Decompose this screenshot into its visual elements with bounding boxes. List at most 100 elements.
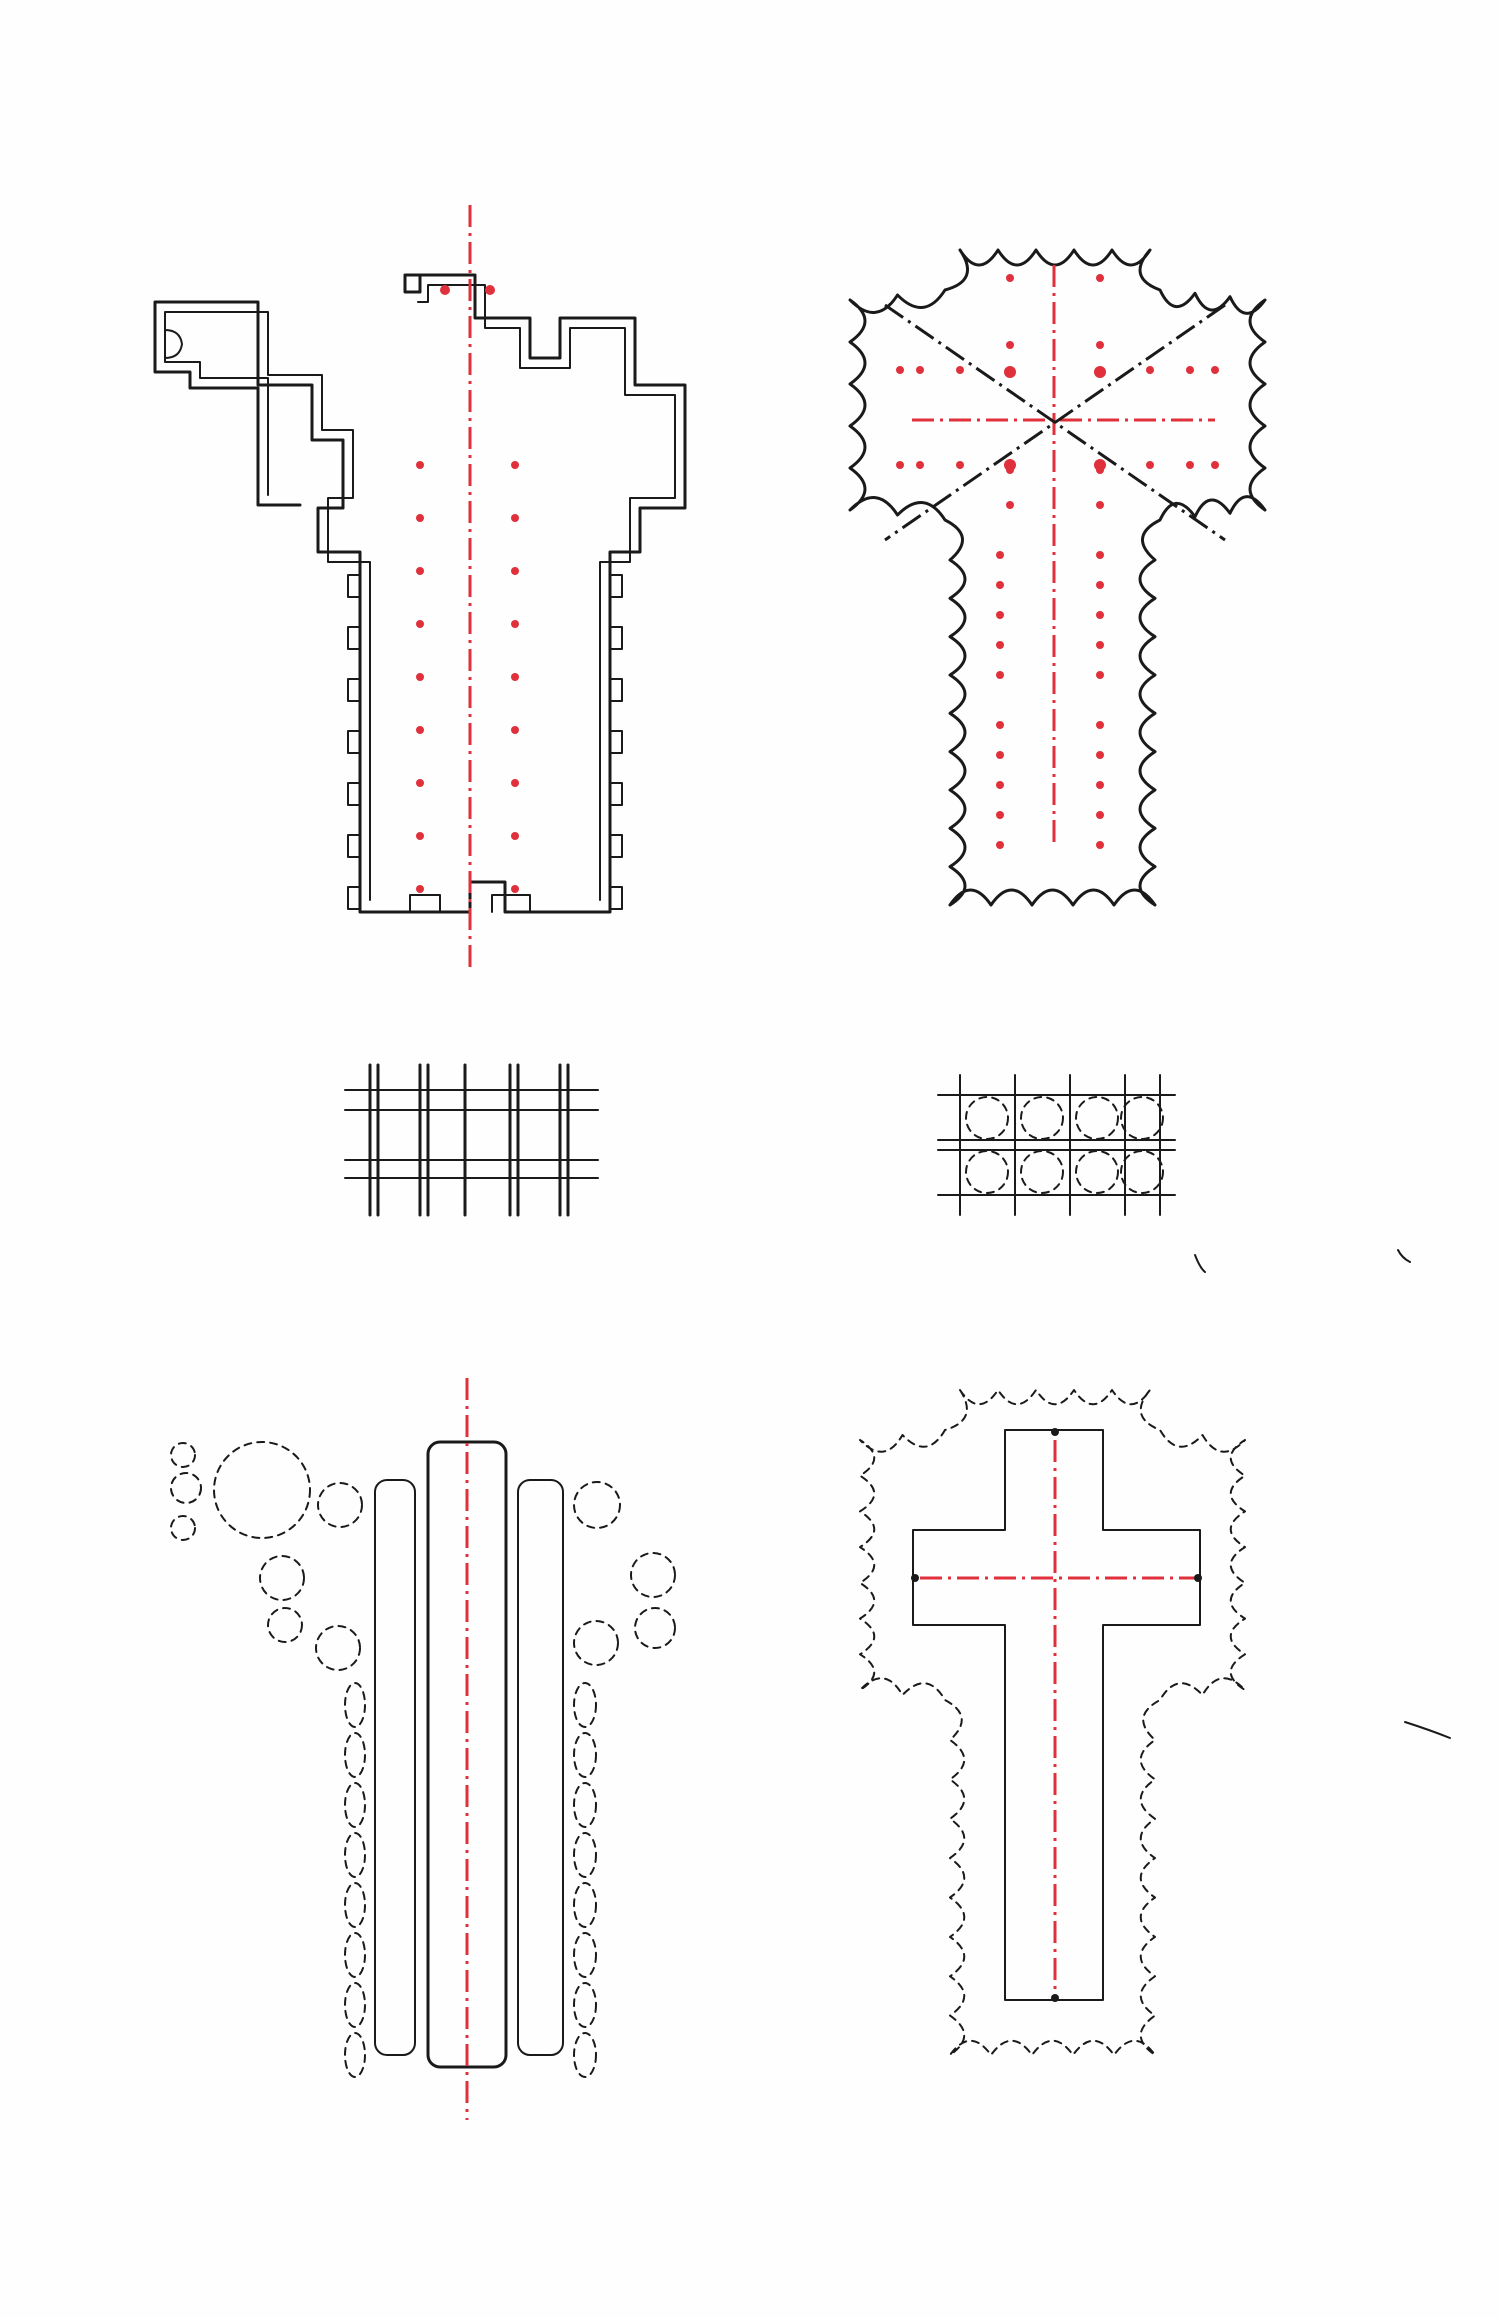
bay-circle [1075,1150,1119,1194]
side-chapel-left [347,834,361,858]
pencil-mark [1404,1721,1451,1739]
side-chapel-oval [344,1832,366,1878]
column-dot [511,726,519,734]
cross-massing [859,1389,1246,2056]
column-dot [1096,781,1104,789]
bay-circle [1120,1096,1164,1140]
axis-end-dot [1051,1994,1059,2002]
plan-outer-wall [153,273,687,914]
side-chapel-oval [573,2032,597,2078]
side-chapel-oval [344,2032,366,2078]
column-dot [511,673,519,681]
column-dot [956,366,964,374]
column-dot [996,721,1004,729]
chapel-circle [630,1552,676,1598]
pier-dot [1004,366,1016,378]
column-dot [416,885,424,893]
column-dot [1096,551,1104,559]
column-dot [1006,501,1014,509]
column-dot [416,514,424,522]
quatrefoil-plan [848,248,1267,907]
column-dot [511,779,519,787]
side-chapel-oval [573,1932,597,1978]
column-dot [1146,366,1154,374]
pier-dot [1094,459,1106,471]
column-dot [996,641,1004,649]
column-dot [1096,841,1104,849]
side-chapel-right [609,886,623,910]
column-dot [996,581,1004,589]
column-dot [896,461,904,469]
axis-end-dot [1194,1574,1202,1582]
cross-outline [912,1429,1201,2001]
bay-circle [1075,1096,1119,1140]
chapel-circle [317,1482,363,1528]
axis-end-dot [911,1574,919,1582]
column-dot [1096,751,1104,759]
chapel-circle [315,1625,361,1671]
plan-inner-wall-right [417,284,676,901]
column-dot [1096,274,1104,282]
pier-dot [1094,366,1106,378]
column-dot [1096,641,1104,649]
nave-block [426,1440,508,2069]
bay-circle [1120,1150,1164,1194]
chapel-circle [573,1620,619,1666]
side-chapel-left [347,730,361,754]
side-chapel-oval [573,1732,597,1778]
column-dot [1006,341,1014,349]
pier-dot [1004,459,1016,471]
side-chapel-oval [573,1882,597,1928]
column-dot [916,366,924,374]
linear-grid [344,1063,599,1217]
side-chapel-oval [573,1832,597,1878]
side-chapel-oval [344,1732,366,1778]
column-dot [996,841,1004,849]
column-dot [511,567,519,575]
column-dot [1096,341,1104,349]
column-dot [1096,581,1104,589]
facade-door-left [409,894,441,913]
side-chapel-oval [344,1782,366,1828]
paper-marks [1194,1249,1451,1739]
column-dot [511,885,519,893]
column-dot [1096,611,1104,619]
side-chapel-left [347,782,361,806]
side-chapel-right [609,782,623,806]
column-dot [1096,811,1104,819]
column-dot [485,285,495,295]
side-chapel-right [609,834,623,858]
column-dot [1211,461,1219,469]
column-dot [916,461,924,469]
column-dot [416,832,424,840]
column-dot [1186,461,1194,469]
column-dot [1096,671,1104,679]
basilica-plan [153,205,687,970]
column-dot [896,366,904,374]
bay-circle [1020,1096,1064,1140]
chapel-circle [170,1442,196,1468]
bay-circle [965,1096,1009,1140]
side-chapel-left [347,626,361,650]
scalloped-outline [859,1389,1246,2056]
side-chapel-oval [344,1682,366,1728]
side-chapel-right [609,626,623,650]
side-chapel-oval [344,1932,366,1978]
apse-chapel [164,329,183,359]
column-dot [416,567,424,575]
column-dot [1211,366,1219,374]
bay-circle [965,1150,1009,1194]
diagonal-axis [884,303,1226,542]
side-chapel-left [347,574,361,598]
chapel-circle [267,1607,303,1643]
chapel-circle [573,1481,621,1529]
column-dot [996,781,1004,789]
side-chapel-oval [344,1982,366,2028]
side-chapel-oval [573,1982,597,2028]
aisle-block-left [374,1479,416,2056]
chapel-circle [634,1607,676,1649]
facade-door-right [491,894,531,913]
column-dot [416,779,424,787]
